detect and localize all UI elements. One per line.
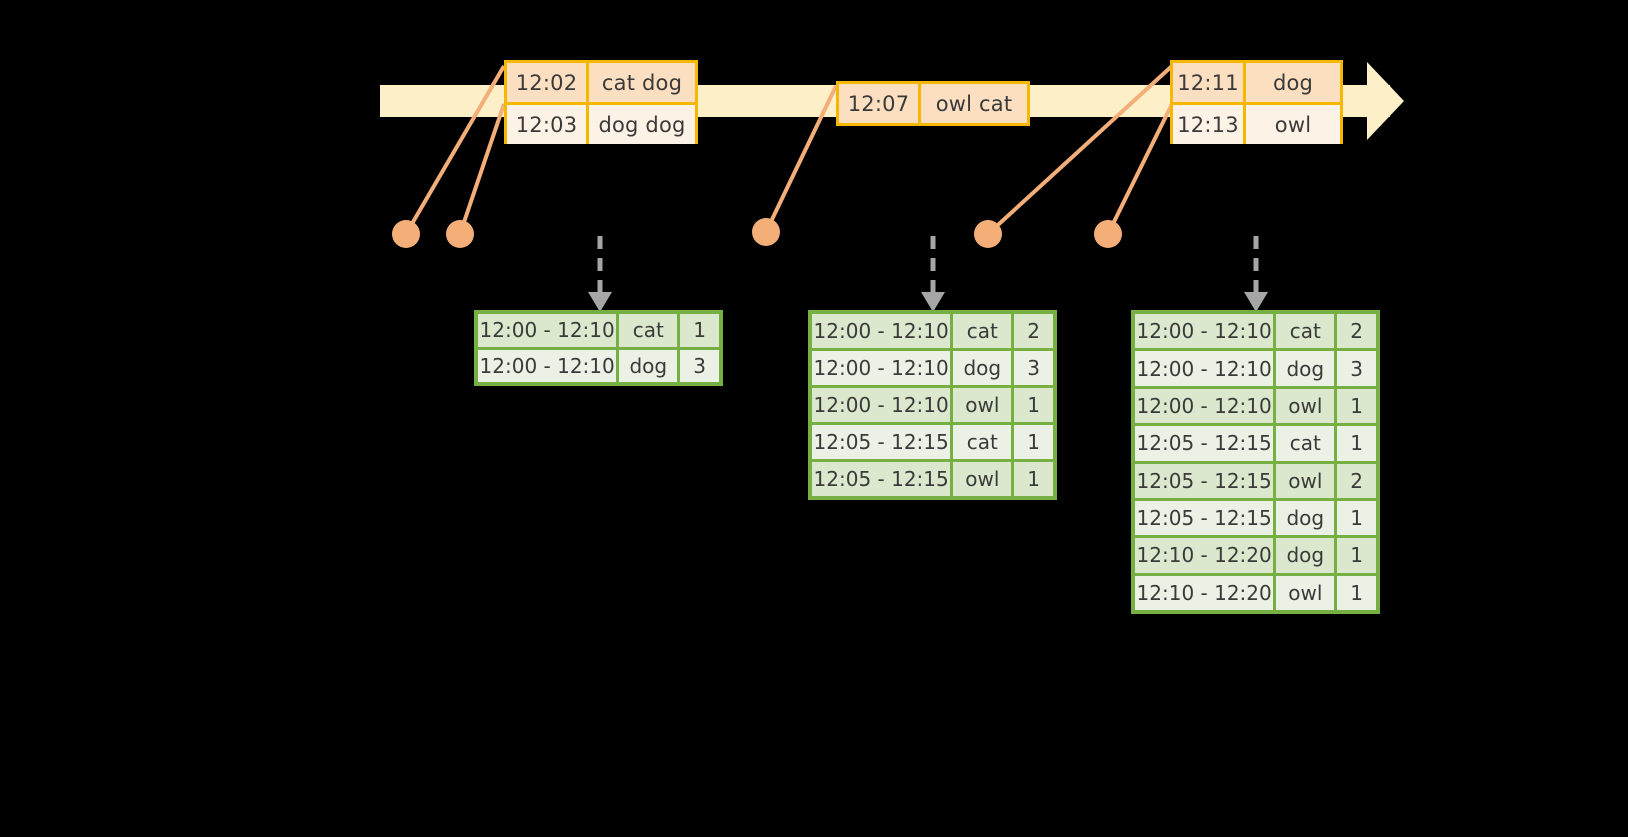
event-payload: dog dog (589, 105, 695, 144)
count-cell: 3 (1337, 351, 1377, 386)
event-group-2[interactable]: 12:07 owl cat (836, 81, 1030, 126)
count-cell: 1 (1014, 425, 1054, 459)
result-table-3[interactable]: 12:00 - 12:10 cat 2 12:00 - 12:10 dog 3 … (1131, 310, 1380, 614)
event-row[interactable]: 12:13 owl (1173, 102, 1340, 144)
event-time: 12:11 (1173, 63, 1246, 102)
key-cell: cat (953, 425, 1012, 459)
event-row[interactable]: 12:11 dog (1173, 63, 1340, 102)
key-cell: dog (619, 349, 678, 382)
table-row[interactable]: 12:05 - 12:15 cat 1 (812, 425, 1054, 459)
window-cell: 12:05 - 12:15 (812, 425, 951, 459)
table-row[interactable]: 12:00 - 12:10 dog 3 (1135, 351, 1377, 386)
event-row[interactable]: 12:07 owl cat (839, 84, 1027, 123)
key-cell: dog (1276, 500, 1335, 536)
key-cell: dog (1276, 538, 1335, 573)
event-group-3[interactable]: 12:11 dog 12:13 owl (1170, 60, 1343, 144)
window-cell: 12:05 - 12:15 (812, 462, 951, 496)
connector-line-2 (446, 103, 506, 248)
window-cell: 12:05 - 12:15 (1135, 463, 1274, 498)
table-row[interactable]: 12:10 - 12:20 owl 1 (1135, 575, 1377, 610)
table-row[interactable]: 12:00 - 12:10 cat 2 (1135, 314, 1377, 349)
key-cell: dog (1276, 351, 1335, 386)
key-cell: cat (619, 314, 678, 347)
window-cell: 12:05 - 12:15 (1135, 500, 1274, 536)
count-cell: 2 (1337, 314, 1377, 349)
count-cell: 3 (1014, 351, 1054, 385)
event-time: 12:07 (839, 84, 921, 123)
table-row[interactable]: 12:00 - 12:10 dog 3 (812, 351, 1054, 385)
table-row[interactable]: 12:00 - 12:10 cat 2 (812, 314, 1054, 348)
event-group-1[interactable]: 12:02 cat dog 12:03 dog dog (504, 60, 698, 144)
event-time: 12:03 (507, 105, 589, 144)
key-cell: owl (1276, 463, 1335, 498)
window-cell: 12:05 - 12:15 (1135, 426, 1274, 461)
key-cell: owl (1276, 575, 1335, 610)
count-cell: 1 (1337, 538, 1377, 573)
count-cell: 2 (1014, 314, 1054, 348)
window-cell: 12:00 - 12:10 (812, 351, 951, 385)
window-cell: 12:00 - 12:10 (1135, 388, 1274, 424)
count-cell: 1 (1014, 462, 1054, 496)
window-cell: 12:10 - 12:20 (1135, 538, 1274, 573)
table-row[interactable]: 12:05 - 12:15 owl 1 (812, 462, 1054, 496)
result-table-1[interactable]: 12:00 - 12:10 cat 1 12:00 - 12:10 dog 3 (474, 310, 723, 386)
table-row[interactable]: 12:00 - 12:10 owl 1 (1135, 388, 1377, 424)
event-payload: dog (1246, 63, 1340, 102)
table-row[interactable]: 12:05 - 12:15 owl 2 (1135, 463, 1377, 498)
window-cell: 12:00 - 12:10 (812, 314, 951, 348)
window-cell: 12:00 - 12:10 (1135, 314, 1274, 349)
window-cell: 12:00 - 12:10 (812, 388, 951, 422)
connector-dot-1 (392, 220, 420, 248)
key-cell: owl (953, 462, 1012, 496)
connector-dot-3 (752, 218, 780, 246)
result-table-2[interactable]: 12:00 - 12:10 cat 2 12:00 - 12:10 dog 3 … (808, 310, 1057, 500)
connector-dot-4 (974, 220, 1002, 248)
table-row[interactable]: 12:05 - 12:15 cat 1 (1135, 426, 1377, 461)
key-cell: cat (1276, 314, 1335, 349)
window-cell: 12:00 - 12:10 (478, 314, 617, 347)
connector-dot-5 (1094, 220, 1122, 248)
connector-line-5 (1094, 103, 1174, 248)
event-payload: owl (1246, 105, 1340, 144)
window-cell: 12:00 - 12:10 (1135, 351, 1274, 386)
table-row[interactable]: 12:00 - 12:10 dog 3 (478, 349, 720, 382)
table-row[interactable]: 12:00 - 12:10 owl 1 (812, 388, 1054, 422)
count-cell: 1 (1337, 575, 1377, 610)
event-time: 12:13 (1173, 105, 1246, 144)
event-payload: owl cat (921, 84, 1027, 123)
count-cell: 1 (680, 314, 720, 347)
flow-arrow-2 (921, 236, 945, 312)
key-cell: dog (953, 351, 1012, 385)
key-cell: cat (1276, 426, 1335, 461)
key-cell: owl (1276, 388, 1335, 424)
count-cell: 1 (1337, 500, 1377, 536)
count-cell: 1 (1337, 426, 1377, 461)
table-row[interactable]: 12:10 - 12:20 dog 1 (1135, 538, 1377, 573)
event-row[interactable]: 12:03 dog dog (507, 102, 695, 144)
count-cell: 1 (1014, 388, 1054, 422)
event-time: 12:02 (507, 63, 589, 102)
event-payload: cat dog (589, 63, 695, 102)
flow-arrow-3 (1244, 236, 1268, 312)
count-cell: 3 (680, 349, 720, 382)
window-cell: 12:00 - 12:10 (478, 349, 617, 382)
count-cell: 1 (1337, 388, 1377, 424)
event-row[interactable]: 12:02 cat dog (507, 63, 695, 102)
key-cell: cat (953, 314, 1012, 348)
window-cell: 12:10 - 12:20 (1135, 575, 1274, 610)
table-row[interactable]: 12:05 - 12:15 dog 1 (1135, 500, 1377, 536)
key-cell: owl (953, 388, 1012, 422)
count-cell: 2 (1337, 463, 1377, 498)
table-row[interactable]: 12:00 - 12:10 cat 1 (478, 314, 720, 347)
flow-arrow-1 (588, 236, 612, 312)
connector-dot-2 (446, 220, 474, 248)
